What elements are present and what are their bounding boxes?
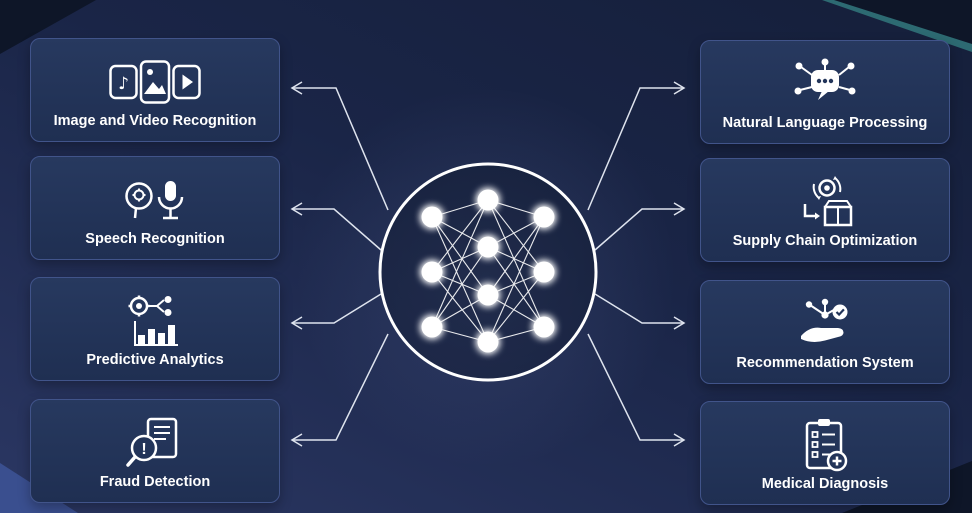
speech-recognition-icon [124, 168, 186, 232]
natural-language-processing-icon [792, 52, 858, 116]
svg-text:♪: ♪ [118, 74, 129, 94]
card-label: Medical Diagnosis [761, 476, 889, 493]
supply-chain-optimization-icon [795, 170, 855, 234]
card-supply-chain-optimization: Supply Chain Optimization [700, 158, 950, 262]
card-label: Recommendation System [736, 355, 914, 372]
recommendation-system-icon [795, 292, 855, 356]
card-fraud-detection: ! Fraud Detection [30, 399, 280, 503]
svg-text:!: ! [141, 441, 146, 458]
fraud-detection-icon: ! [126, 411, 184, 475]
card-image-video-recognition: ♪ Image and Video Recognition [30, 38, 280, 142]
card-label: Fraud Detection [99, 474, 211, 491]
card-medical-diagnosis: Medical Diagnosis [700, 401, 950, 505]
medical-diagnosis-icon [799, 413, 851, 477]
neural-network-nodes [421, 189, 555, 353]
media-recognition-icon: ♪ [109, 50, 201, 114]
card-predictive-analytics: Predictive Analytics [30, 277, 280, 381]
card-speech-recognition: Speech Recognition [30, 156, 280, 260]
predictive-analytics-icon [126, 289, 184, 353]
card-label: Image and Video Recognition [53, 113, 257, 130]
card-label: Natural Language Processing [722, 115, 928, 132]
card-recommendation-system: Recommendation System [700, 280, 950, 384]
arrow-group-left [290, 81, 389, 447]
card-label: Speech Recognition [85, 231, 225, 248]
card-label: Predictive Analytics [86, 352, 224, 369]
card-natural-language-processing: Natural Language Processing [700, 40, 950, 144]
card-label: Supply Chain Optimization [732, 233, 918, 250]
arrow-group-right [587, 81, 686, 447]
